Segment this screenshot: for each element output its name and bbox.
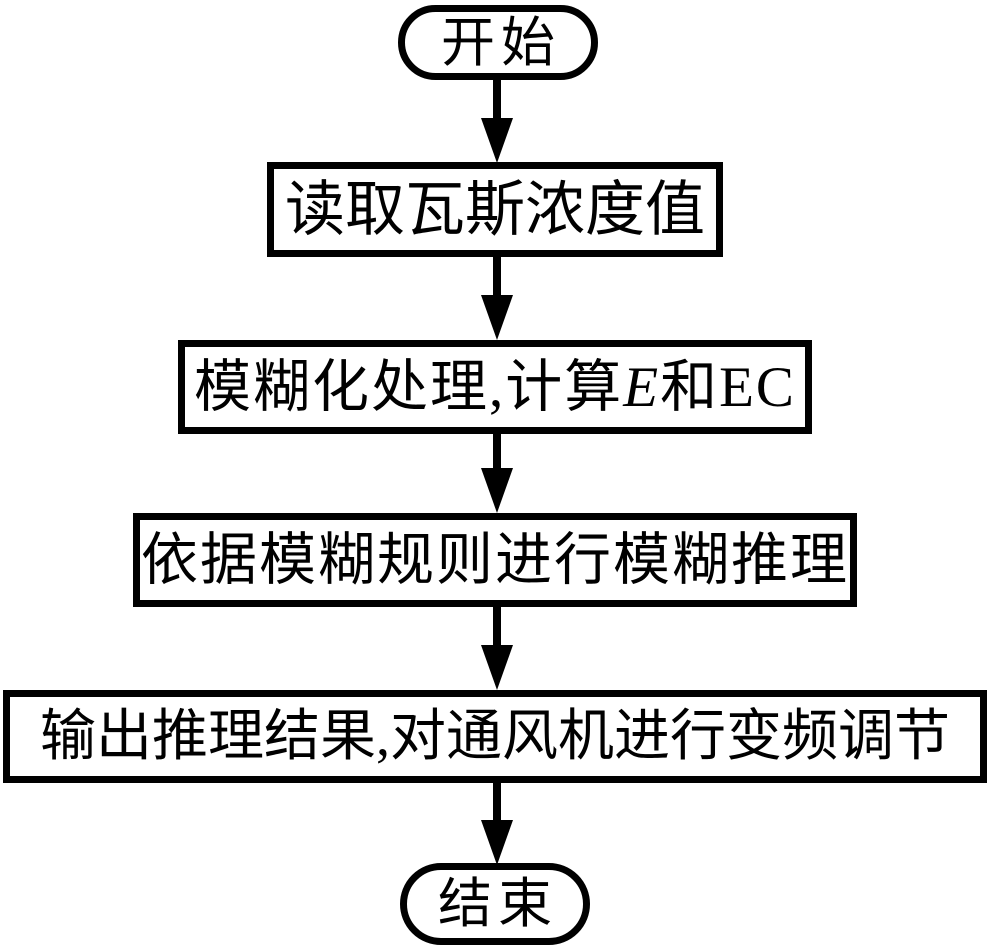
- node-fuzzification-label-prefix: 模糊化处理,计算: [194, 355, 624, 419]
- node-fuzzification-label-suffix: 和EC: [660, 355, 796, 419]
- arrow-head-icon: [481, 468, 513, 513]
- arrow-line: [493, 255, 501, 299]
- node-end-label: 结束: [438, 874, 558, 934]
- arrow-line: [493, 432, 501, 472]
- node-start: 开始: [398, 5, 598, 80]
- node-fuzzification-label-italic-e: E: [623, 355, 661, 419]
- node-output-frequency-adjust-label: 输出推理结果,对通风机进行变频调节: [40, 705, 950, 768]
- node-end: 结束: [400, 863, 590, 945]
- node-start-label: 开始: [441, 12, 561, 73]
- node-read-gas-concentration: 读取瓦斯浓度值: [267, 162, 723, 257]
- node-fuzzy-inference-label: 依据模糊规则进行模糊推理: [141, 528, 849, 592]
- node-read-gas-concentration-label: 读取瓦斯浓度值: [285, 176, 705, 243]
- arrow-line: [493, 76, 501, 122]
- arrow-line: [493, 605, 501, 647]
- arrow-head-icon: [481, 820, 513, 865]
- node-fuzzy-inference: 依据模糊规则进行模糊推理: [133, 513, 857, 607]
- arrow-head-icon: [481, 118, 513, 163]
- node-output-frequency-adjust: 输出推理结果,对通风机进行变频调节: [3, 690, 987, 783]
- arrow-head-icon: [481, 645, 513, 690]
- arrow-line: [493, 781, 501, 822]
- arrow-head-icon: [481, 295, 513, 340]
